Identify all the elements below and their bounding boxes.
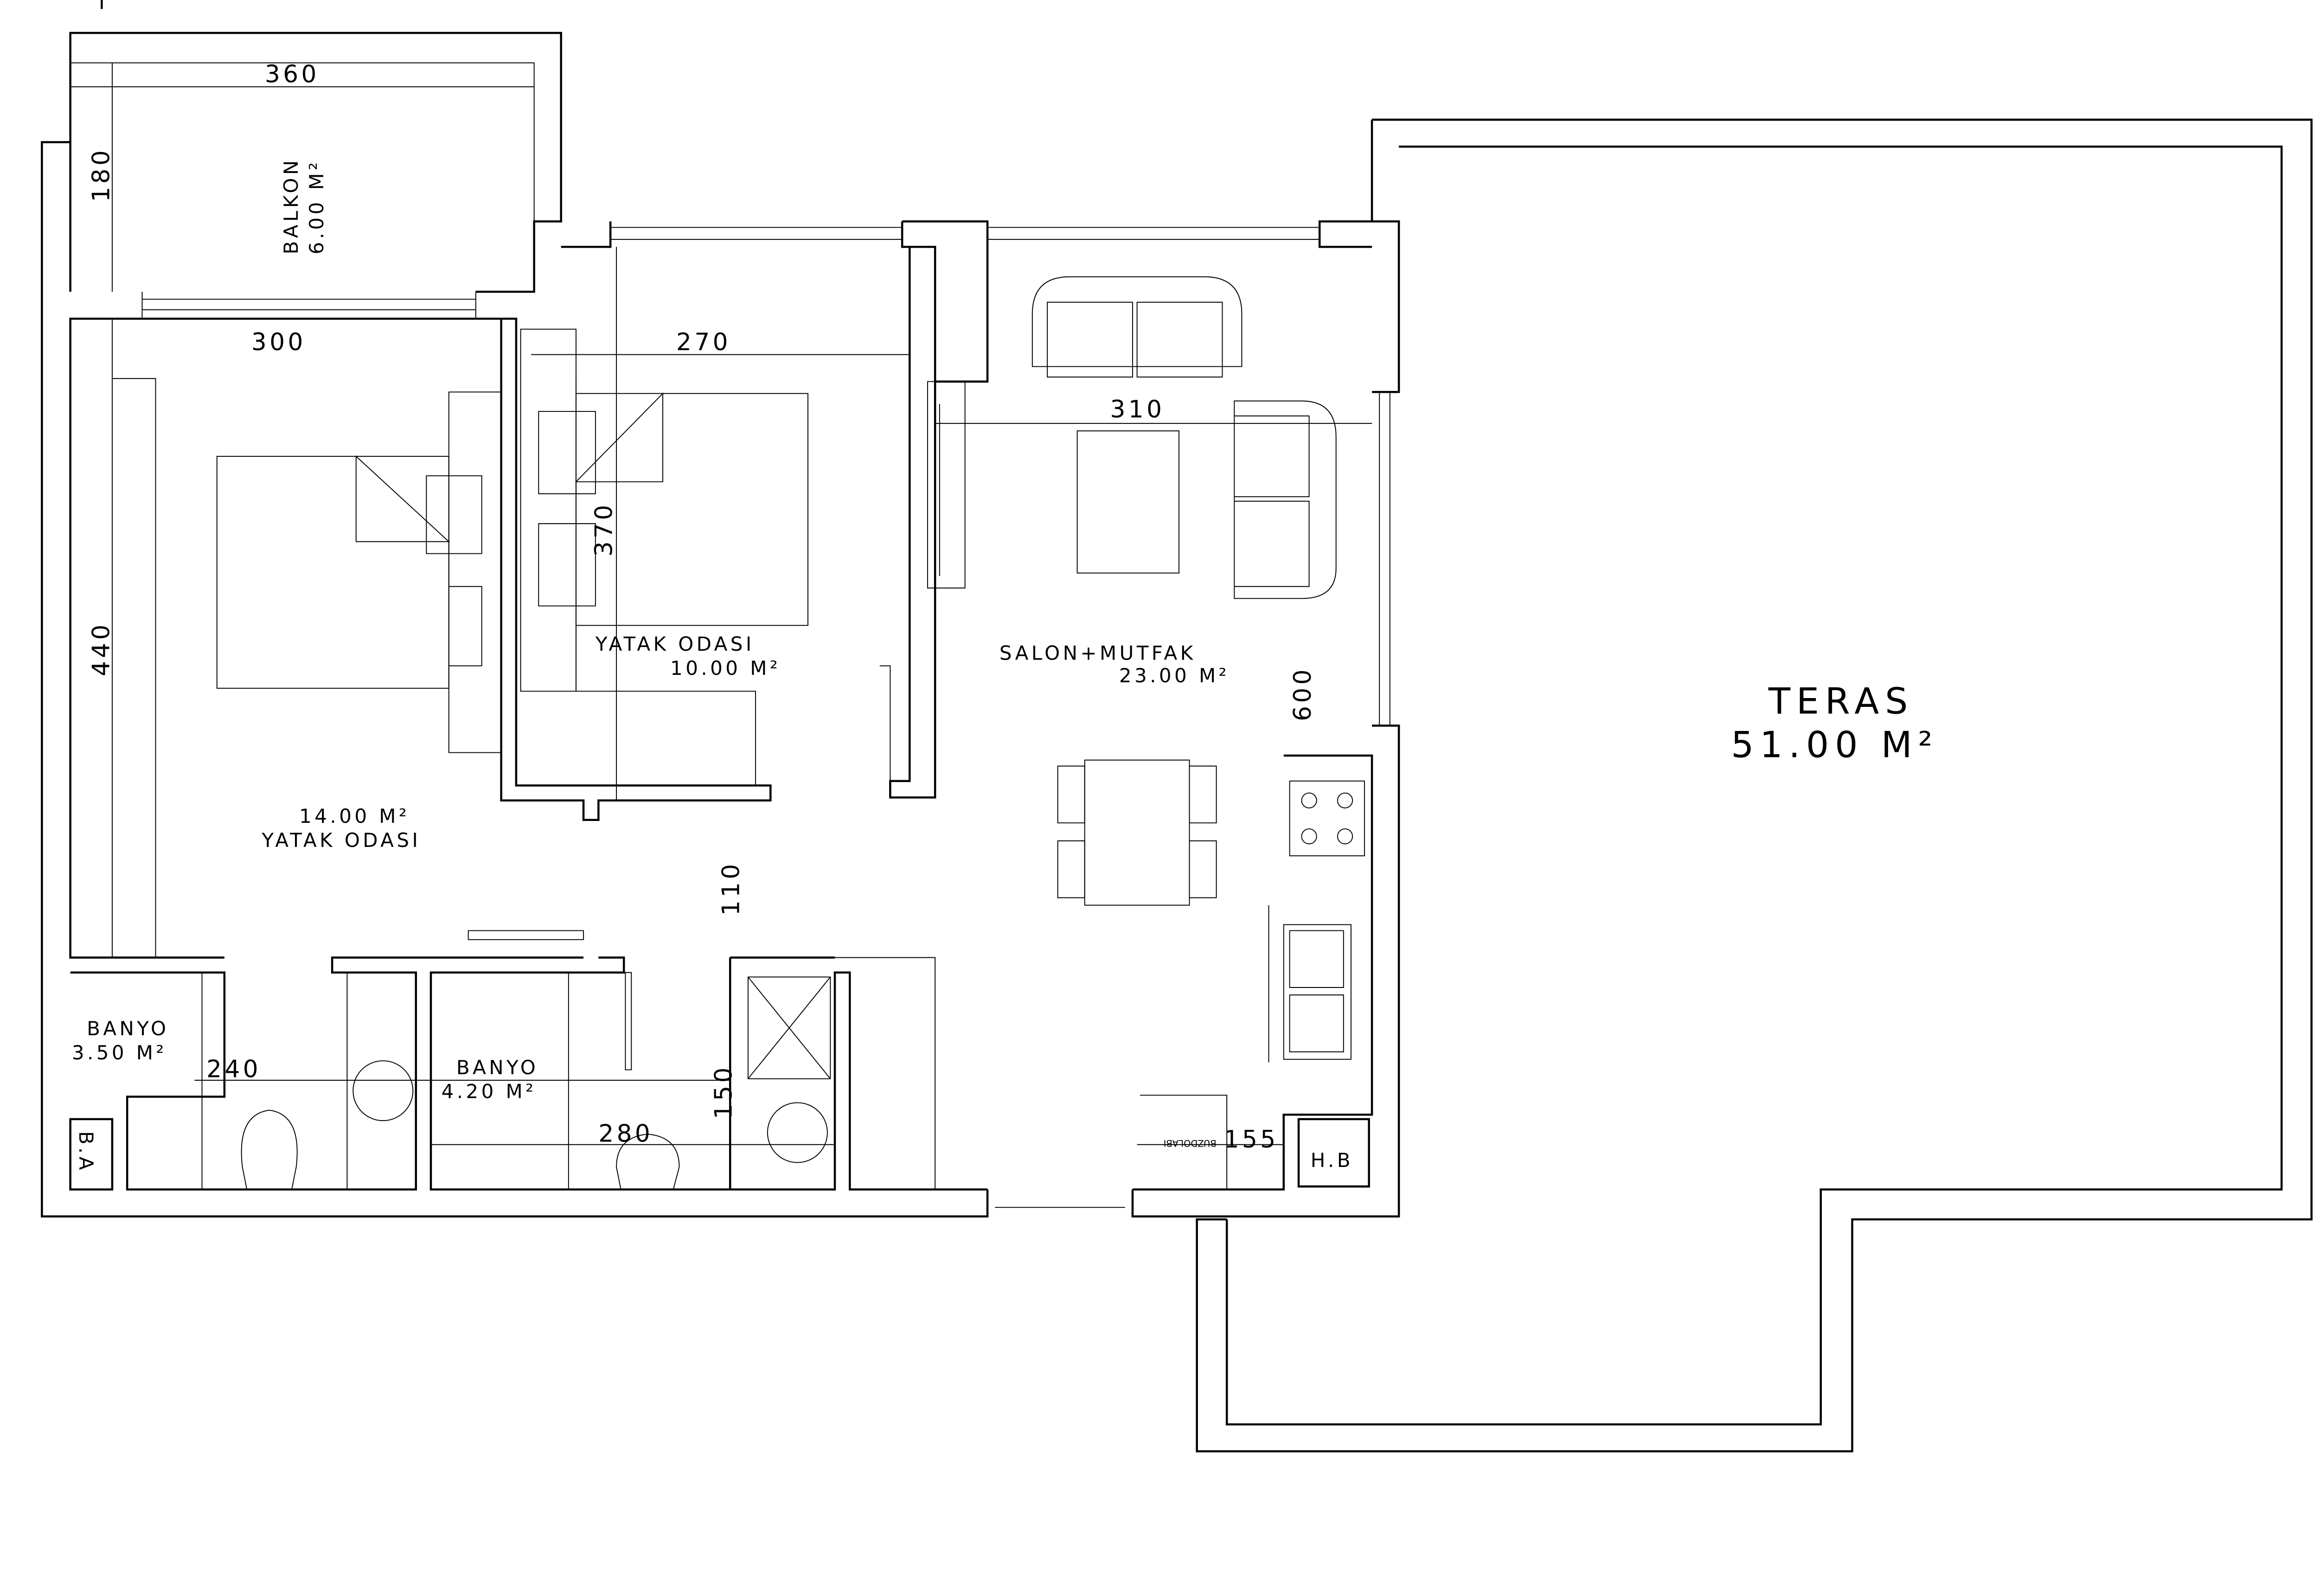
dim-yatak1-w: 300 [251,328,306,356]
toilet-2 [616,1134,680,1190]
dining-table [1084,759,1190,906]
salon-name: SALON+MUTFAK [999,642,1196,665]
teras-name: TERAS [1768,681,1914,723]
bed-pillows-nightstands [355,391,502,753]
burner-icon [1337,828,1353,845]
armchair-sofa [1234,400,1337,599]
dim-balkon-h: 180 [87,147,115,202]
kitchen-sink [1283,924,1352,1060]
wardrobe [520,328,891,786]
sofa [1031,276,1243,378]
burner-icon [1337,792,1353,808]
dim-banyo1-w: 240 [206,1056,261,1083]
furniture [216,276,1365,1190]
banyo1-area: 3.50 M² [72,1041,167,1064]
floor-plan: BALKON 6.00 M² 14.00 M² YATAK ODASI YATA… [41,0,2313,1453]
tv-unit [927,381,966,589]
dim-yatak2-w: 270 [676,328,731,356]
washing-machine [767,1102,828,1163]
dim-salon-h: 600 [1289,667,1317,721]
hb-label: H.B [1311,1149,1353,1172]
cooktop [1289,780,1365,857]
dim-kitchen: 155 [1224,1126,1279,1154]
coffee-table [1076,430,1179,574]
toilet-1 [241,1109,298,1190]
yatak1-area: 14.00 M² [299,805,410,827]
doors [468,930,632,1070]
burner-icon [1301,792,1317,808]
double-bed [216,455,449,689]
banyo2-name: BANYO [456,1056,538,1079]
ba-label: B.A [75,1131,97,1173]
dining-chairs [1057,765,1217,898]
dim-yatak1-h: 440 [87,622,115,676]
teras-area: 51.00 M² [1731,724,1938,766]
shower-cross [748,976,831,1079]
shower [747,976,831,1079]
dim-balkon-w: 360 [265,60,320,88]
banyo2-area: 4.20 M² [442,1080,537,1103]
dim-yatak2-h: 370 [590,502,618,557]
balcony [69,32,562,319]
yatak2-name: YATAK ODASI [595,633,755,655]
labels: BALKON 6.00 M² 14.00 M² YATAK ODASI YATA… [72,60,1938,1173]
terrace [1196,118,2313,1453]
banyo1-name: BANYO [87,1017,169,1040]
balkon-name: BALKON [280,157,302,254]
fridge-label: BUZDOLABI [1164,1138,1217,1148]
balkon-area: 6.00 M² [305,160,328,255]
sink-1 [352,1060,414,1122]
salon-area: 23.00 M² [1119,664,1230,687]
dim-hall2: 150 [710,1064,737,1119]
burner-icon [1301,828,1317,845]
yatak2-area: 10.00 M² [670,657,781,679]
sink-basins [1268,905,1344,1063]
dim-banyo2-w: 280 [598,1120,653,1147]
yatak1-name: YATAK ODASI [262,829,421,852]
dim-hall: 110 [717,861,745,916]
dim-salon-w: 310 [1110,396,1165,423]
